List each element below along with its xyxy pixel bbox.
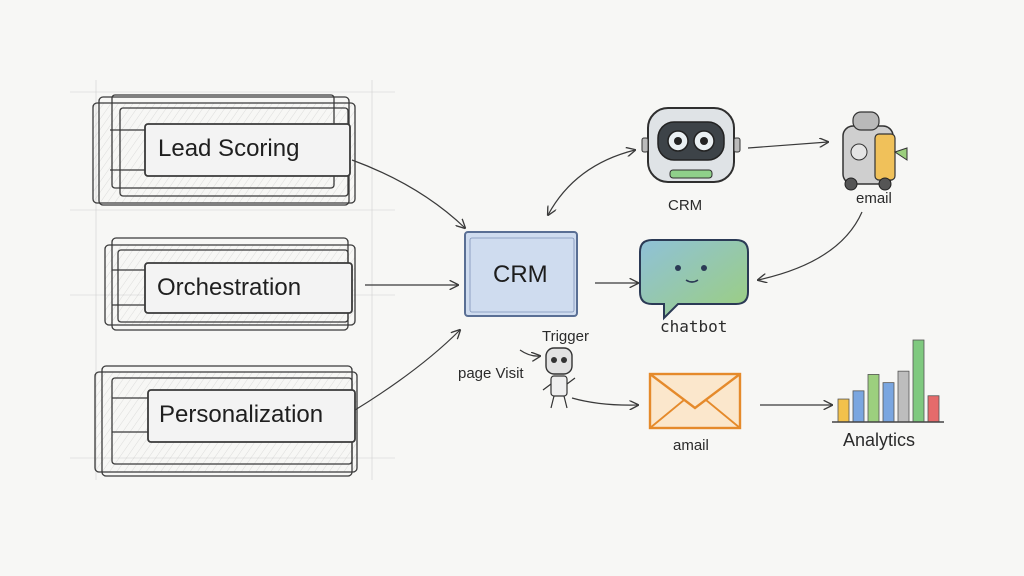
bar-chart-icon: [837, 339, 940, 423]
analytics-bar: [927, 395, 940, 423]
module-box-lead-scoring: [92, 94, 356, 206]
analytics-bar: [867, 374, 880, 423]
analytics-bar: [912, 339, 925, 423]
arrow-lead-to-crm: [351, 159, 465, 228]
analytics-label: Analytics: [843, 430, 916, 450]
arrow-email-robot-to-chatbot: [758, 211, 863, 280]
analytics-bar: [897, 370, 910, 423]
arrow-hub-crm-robot: [548, 150, 635, 215]
module-arrows: [351, 159, 465, 411]
bot-figure-icon: [542, 347, 576, 409]
analytics-bar: [882, 382, 895, 423]
email-robot-label: email: [856, 190, 892, 207]
arrow-trigger-email: [571, 397, 638, 405]
hub-arrows: [519, 142, 863, 405]
arrow-hub-trigger: [519, 349, 540, 356]
module-label-personalization: Personalization: [159, 401, 324, 428]
chatbot-label: chatbot: [660, 317, 728, 336]
hub-crm-box: [464, 231, 578, 317]
module-label-lead-scoring: Lead Scoring: [158, 135, 300, 162]
robot-icon: [641, 107, 741, 183]
module-box-orchestration: [104, 237, 356, 331]
crm-robot-label: CRM: [668, 197, 703, 214]
envelope-icon: [648, 372, 742, 430]
arrow-crm-to-email-robot: [747, 142, 828, 149]
robot-icon: [842, 111, 908, 191]
email-envelope-label: amail: [673, 437, 709, 454]
chat-bubble-icon: [639, 239, 749, 321]
trigger-label: Trigger: [542, 328, 589, 345]
module-label-orchestration: Orchestration: [157, 274, 302, 301]
arrow-pers-to-crm: [354, 330, 460, 411]
analytics-bar: [852, 390, 865, 423]
hub-label: CRM: [493, 261, 548, 288]
module-box-personalization: [94, 365, 358, 477]
analytics-bar: [837, 398, 850, 423]
page-visit-label: page Visit: [458, 365, 524, 382]
